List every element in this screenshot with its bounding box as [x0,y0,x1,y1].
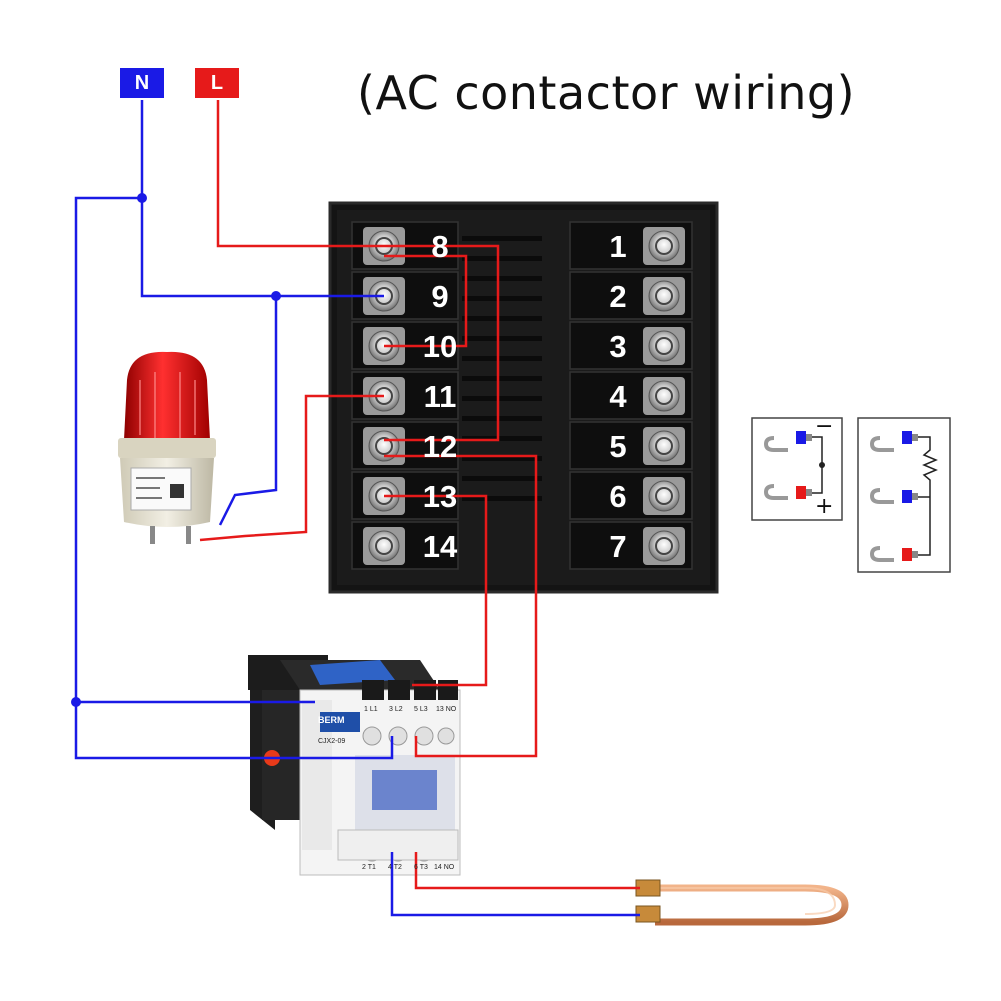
polarity-plus: + [815,494,834,519]
contactor-terminal-3: 3 L2 [389,706,403,713]
terminal-label-2: 2 [609,279,627,314]
terminal-label-14: 14 [422,529,458,564]
heating-element-icon [635,879,849,926]
polarity-minus: − [815,414,834,439]
neutral-label: N [120,68,164,98]
contactor-terminal-1: 1 L1 [364,706,378,713]
terminal-label-1: 1 [609,229,627,264]
contactor-terminal-2: 2 T1 [362,864,376,871]
contactor-terminal-4: 4 T2 [388,864,402,871]
contactor-terminal-5: 5 L3 [414,706,428,713]
terminal-label-13: 13 [422,479,458,514]
live-label: L [195,68,239,98]
contactor-brand: BERM [318,715,345,725]
neutral-junctions [71,193,281,707]
terminal-label-12: 12 [422,429,458,464]
terminal-label-7: 7 [609,529,627,564]
thermocouple-icon [751,417,843,521]
terminal-label-6: 6 [609,479,627,514]
contactor-terminal-14: 14 NO [434,864,455,871]
neutral-wires [74,100,640,917]
vent-slots [462,236,542,501]
terminal-label-10: 10 [422,329,458,364]
terminal-label-3: 3 [609,329,627,364]
terminal-label-9: 9 [431,279,449,314]
diagram-title: (AC contactor wiring) [357,66,856,120]
terminal-label-4: 4 [609,379,627,414]
rtd-sensor-icon [857,417,951,573]
terminal-label-8: 8 [431,229,449,264]
live-wires [199,100,640,890]
contactor-model: CJX2-09 [318,738,346,745]
contactor-terminal-13: 13 NO [436,706,457,713]
ac-contactor [248,655,461,876]
warning-beacon-icon [118,351,216,544]
contactor-terminal-6: 6 T3 [414,864,428,871]
right-terminal-screws [643,227,685,565]
terminal-label-5: 5 [609,429,627,464]
terminal-label-11: 11 [423,379,457,414]
temperature-controller [328,201,719,594]
